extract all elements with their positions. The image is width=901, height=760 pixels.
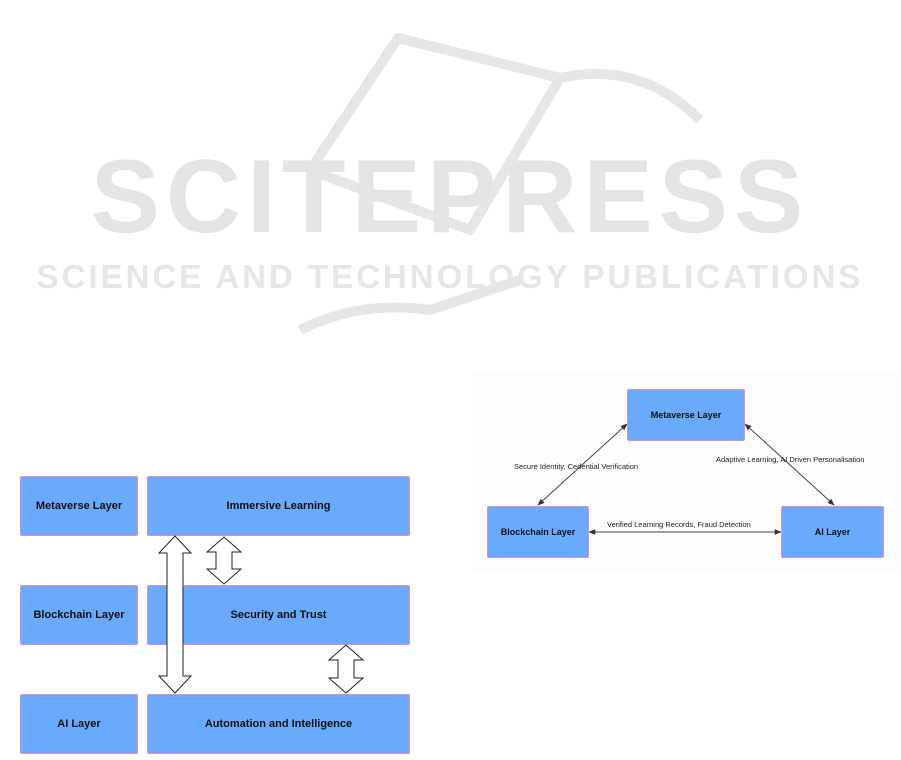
watermark-tagline: SCIENCE AND TECHNOLOGY PUBLICATIONS (37, 258, 864, 295)
security-trust-box: Security and Trust (147, 585, 410, 645)
node-blockchain: Blockchain Layer (487, 506, 589, 558)
node-ai: AI Layer (781, 506, 884, 558)
metaverse-blockchain-edge (537, 423, 628, 506)
node-metaverse-label: Metaverse Layer (650, 410, 722, 420)
node-ai-label: AI Layer (814, 527, 851, 537)
ai-layer-label: AI Layer (57, 718, 101, 730)
immersive-learning-label: Immersive Learning (226, 500, 331, 512)
metaverse-layer-box: Metaverse Layer (20, 476, 138, 536)
book-logo-icon (297, 33, 704, 335)
automation-intelligence-label: Automation and Intelligence (204, 718, 353, 730)
metaverse-ai-edge (744, 423, 835, 506)
security-automation-arrow (327, 644, 365, 694)
blockchain-layer-box: Blockchain Layer (20, 585, 138, 645)
security-trust-label: Security and Trust (230, 609, 327, 621)
edge-label-metaverse-ai: Adaptive Learning, AI Driven Personalisa… (716, 455, 865, 464)
blockchain-layer-label: Blockchain Layer (33, 609, 125, 621)
immersive-security-arrow (205, 536, 243, 585)
edge-label-blockchain-ai: Verified Learning Records, Fraud Detecti… (607, 520, 751, 529)
node-blockchain-label: Blockchain Layer (500, 527, 576, 537)
edge-label-metaverse-blockchain: Secure Identity, Cedential Verification (514, 462, 639, 471)
watermark-brand: SCITEPRESS (91, 139, 810, 255)
metaverse-layer-label: Metaverse Layer (35, 500, 123, 512)
ai-layer-box: AI Layer (20, 694, 138, 754)
long-double-arrow (157, 535, 193, 694)
scitepress-watermark: SCITEPRESS SCIENCE AND TECHNOLOGY PUBLIC… (37, 33, 864, 335)
automation-intelligence-box: Automation and Intelligence (147, 694, 410, 754)
node-metaverse: Metaverse Layer (627, 389, 745, 441)
immersive-learning-box: Immersive Learning (147, 476, 410, 536)
